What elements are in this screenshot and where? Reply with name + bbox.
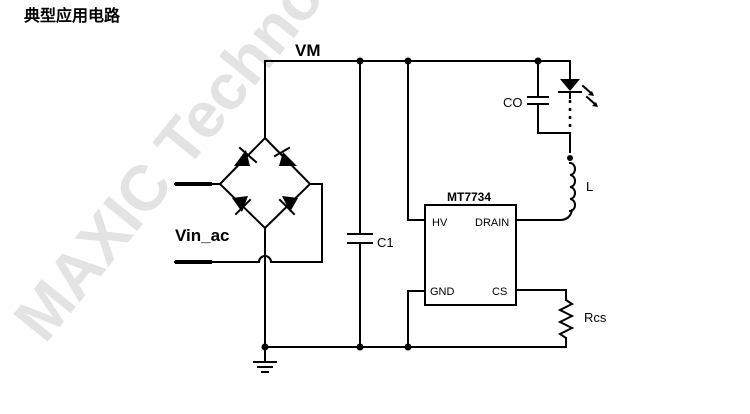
diode-ul: [234, 150, 250, 166]
bridge-outline: [218, 136, 312, 230]
diode-lr: [282, 196, 298, 212]
vin-ac-label: Vin_ac: [175, 226, 230, 245]
inductor-label: L: [586, 179, 593, 194]
chip-body: [424, 204, 517, 306]
c1-label: C1: [377, 235, 394, 250]
diode-ll: [232, 196, 248, 212]
diode-ur: [279, 152, 297, 166]
co-label: CO: [503, 95, 523, 110]
bridge-rectifier: [218, 136, 312, 230]
inductor-dot: [567, 155, 573, 161]
pin-cs-label: CS: [492, 286, 507, 298]
rcs-label: Rcs: [584, 310, 607, 325]
pin-gnd-label: GND: [430, 286, 455, 298]
led: [558, 60, 598, 107]
capacitor-co: [527, 60, 571, 134]
pin-drain-label: DRAIN: [475, 217, 509, 229]
capacitor-c1: [347, 60, 373, 348]
resistor-rcs: [557, 289, 575, 348]
diode-ll-bar: [234, 198, 252, 216]
diode-ur-bar: [273, 146, 291, 158]
diode-lr-bar: [278, 198, 296, 216]
diode-ul-bar: [238, 146, 258, 164]
ground-symbol: [253, 361, 277, 373]
chip-name: MT7734: [447, 190, 491, 204]
inductor-l: [567, 132, 576, 213]
junction-gnd-left: [261, 343, 269, 351]
vm-label: VM: [295, 41, 321, 60]
section-heading: 典型应用电路: [24, 6, 121, 25]
pin-hv-label: HV: [432, 217, 448, 229]
